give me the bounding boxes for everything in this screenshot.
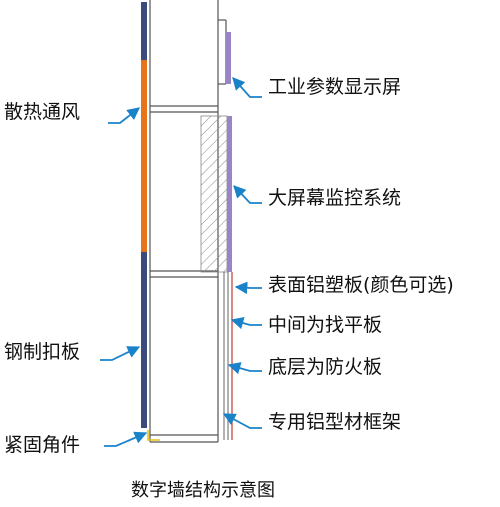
label-bottom-layer: 底层为防火板 <box>268 356 383 378</box>
large-screen-hatch <box>200 115 228 273</box>
industrial-display-panel <box>226 32 231 84</box>
leader-surface-panel <box>234 281 262 295</box>
label-corner-bracket: 紧固角件 <box>4 434 81 456</box>
label-middle-layer: 中间为找平板 <box>268 314 383 336</box>
leader-frame <box>222 413 262 429</box>
label-ventilation: 散热通风 <box>4 101 81 123</box>
leader-ventilation <box>108 107 140 124</box>
corner-bracket <box>147 430 160 441</box>
leader-corner-bracket <box>104 431 148 447</box>
label-large-screen: 大屏幕监控系统 <box>268 187 402 209</box>
leader-steel-plate <box>100 346 141 361</box>
aluminum-frame <box>149 0 227 443</box>
steel-plate-bottom <box>141 252 147 428</box>
ventilation-strip <box>141 60 147 252</box>
label-industrial-display: 工业参数显示屏 <box>268 76 402 98</box>
leader-industrial-display <box>232 77 262 98</box>
label-surface-panel: 表面铝塑板(颜色可选) <box>268 274 454 296</box>
diagram-caption: 数字墙结构示意图 <box>131 480 275 501</box>
leader-large-screen <box>233 185 262 204</box>
steel-plate-top <box>141 2 147 60</box>
leader-middle-layer <box>230 316 262 330</box>
large-screen-panel <box>227 116 232 272</box>
label-frame: 专用铝型材框架 <box>268 411 402 433</box>
leader-bottom-layer <box>227 362 262 375</box>
label-steel-plate: 钢制扣板 <box>4 341 81 363</box>
